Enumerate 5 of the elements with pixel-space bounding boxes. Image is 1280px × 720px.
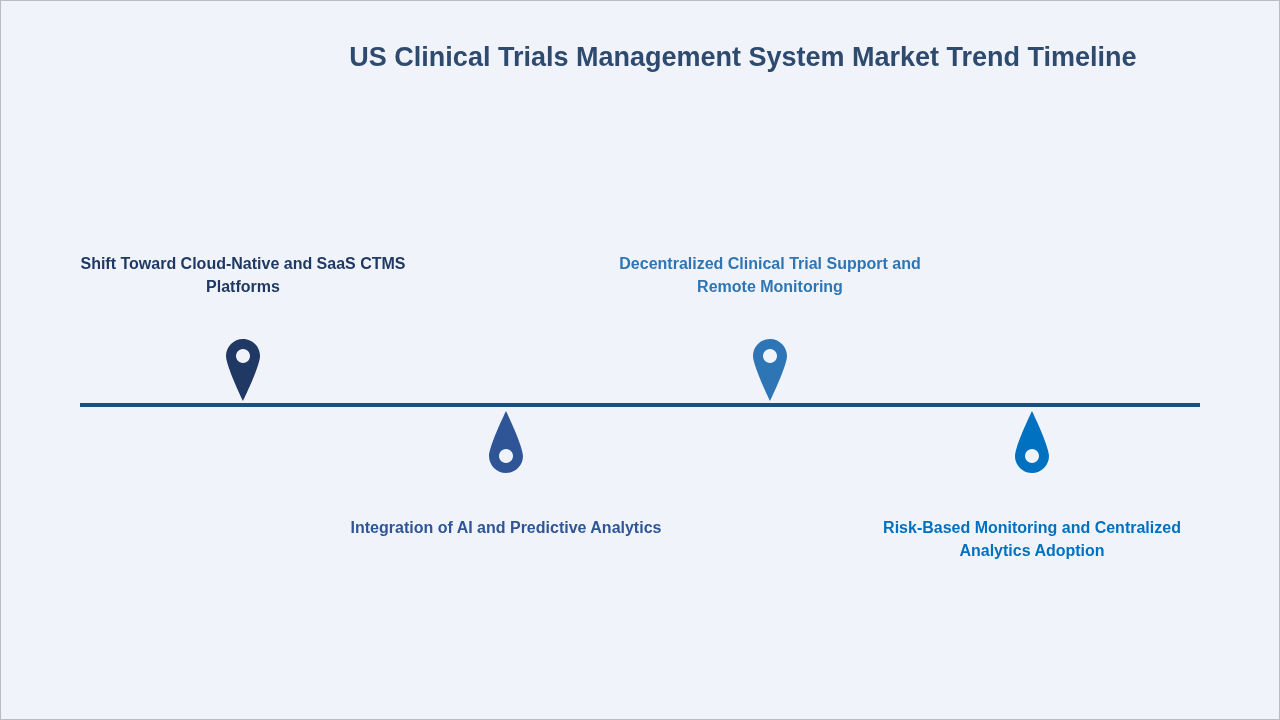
title: US Clinical Trials Management System Market Trend Timeline [348, 42, 1138, 73]
milestone-text: Integration of AI and Predictive Analytics [349, 518, 663, 538]
milestone-text: Shift Toward Cloud-Native and SaaS CTMS Platforms [79, 254, 407, 297]
milestone-text: Risk-Based Monitoring and Centralized Analytics Adoption [882, 518, 1182, 561]
milestone-text: Decentralized Clinical Trial Support and Remote Monitoring [618, 254, 922, 297]
